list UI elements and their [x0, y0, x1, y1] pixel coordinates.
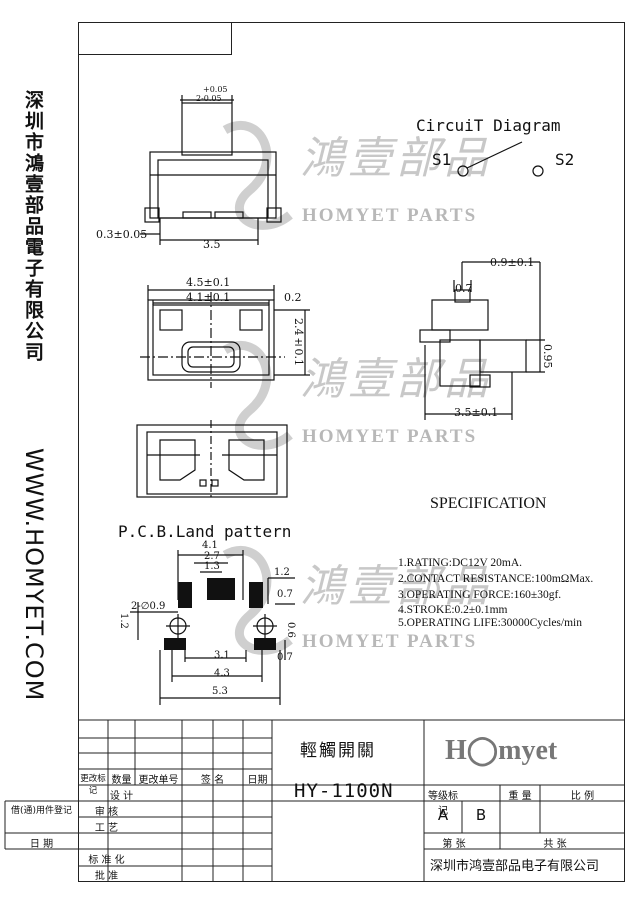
watermark-text-3: HOMYET PARTS — [302, 631, 478, 652]
tb-grade-a: A — [437, 806, 449, 824]
pcb-title: P.C.B.Land pattern — [118, 522, 292, 541]
spec-item-1: 1.RATING:DC12V 20mA. — [398, 557, 523, 569]
tb-review: 审 核 — [94, 807, 119, 818]
dim-35: 3.5 — [203, 238, 221, 251]
dim-top-tol: +0.05 — [203, 85, 228, 94]
watermark-glyphs-2: 鴻壹部品 — [300, 354, 492, 405]
dim-07: 0.7 — [455, 282, 473, 295]
tb-process: 工 艺 — [94, 823, 119, 834]
tb-left-date: 日 期 — [29, 839, 54, 850]
tb-header-change-no: 更改单号 — [138, 775, 179, 786]
tb-approve: 批 准 — [94, 871, 119, 882]
dim-09: 0.9±0.1 — [490, 256, 535, 269]
pcb-pad-tl — [178, 582, 192, 608]
dim-41: 4.1±0.1 — [186, 291, 231, 304]
pcb-pad-center — [207, 578, 235, 600]
dim-02: 0.2 — [284, 291, 302, 304]
dim-03: 0.3±0.05 — [96, 228, 148, 241]
pcb-07b: 0.7 — [277, 652, 293, 663]
pcb-hole: 2-∅0.9 — [131, 601, 166, 612]
tb-header-sign: 签 名 — [200, 775, 225, 786]
dim-35b: 3.5±0.1 — [454, 406, 499, 419]
tb-grade-label: 等级标记 — [428, 791, 458, 817]
circuit-s1: S1 — [432, 150, 452, 169]
pcb-06: 0.6 — [285, 622, 296, 638]
pcb-43: 4.3 — [214, 668, 230, 679]
drawing-frame — [78, 22, 625, 882]
tb-company: 深圳市鸿壹部品电子有限公司 — [430, 859, 600, 874]
tb-scale-label: 比 例 — [570, 791, 595, 802]
tb-standard: 标 准 化 — [88, 855, 125, 866]
dim-24: 2.4±0.1 — [292, 318, 305, 366]
pcb-31: 3.1 — [214, 650, 230, 661]
product-name: 輕觸開關 — [300, 741, 376, 761]
circuit-s2: S2 — [555, 150, 575, 169]
watermark-text-2: HOMYET PARTS — [302, 426, 478, 447]
tb-header-change-mark: 更改标记 — [80, 774, 106, 796]
pcb-pad-br — [254, 638, 276, 650]
top-left-box — [78, 22, 232, 55]
tb-header-date: 日期 — [247, 775, 268, 786]
watermark-glyphs-1: 鴻壹部品 — [300, 133, 492, 184]
spec-title: SPECIFICATION — [430, 495, 547, 512]
watermark-glyphs-3: 鴻壹部品 — [300, 561, 492, 612]
title-block-grid — [4, 719, 625, 882]
tb-sheet-label: 第 张 — [442, 839, 466, 850]
pcb-12a: 1.2 — [274, 567, 290, 578]
pcb-53: 5.3 — [212, 686, 228, 697]
circuit-title: CircuiT Diagram — [416, 116, 561, 135]
tb-grade-b: B — [475, 806, 487, 824]
sidebar-company-name: 深圳市鴻壹部品電子有限公司 — [22, 90, 44, 363]
pcb-07a: 0.7 — [277, 589, 293, 600]
pcb-12b: 1.2 — [118, 613, 129, 629]
dim-top-base: 2-0.05 — [196, 94, 222, 103]
dim-45: 4.5±0.1 — [186, 276, 231, 289]
spec-item-4: 4.STROKE:0.2±0.1mm — [398, 604, 508, 616]
tb-borrow-register: 借(通)用件登记 — [10, 806, 73, 816]
tb-header-qty: 数量 — [111, 775, 132, 786]
spec-item-2: 2.CONTACT RESISTANCE:100mΩMax. — [398, 573, 594, 585]
tb-design: 设 计 — [109, 791, 134, 802]
pcb-13: 1.3 — [204, 561, 220, 572]
sidebar-website: WWW.HOMYET.COM — [20, 448, 48, 702]
pcb-41: 4.1 — [202, 540, 218, 551]
brand-logo: H◯myet — [445, 735, 558, 766]
pcb-27: 2.7 — [204, 551, 220, 562]
tb-weight-label: 重 量 — [508, 791, 532, 802]
product-model: HY-1100N — [294, 780, 394, 802]
pcb-pad-tr — [249, 582, 263, 608]
tb-total-label: 共 张 — [543, 839, 567, 850]
spec-item-5: 5.OPERATING LIFE:30000Cycles/min — [398, 617, 582, 629]
dim-095: 0.95 — [541, 344, 554, 369]
watermark-text-1: HOMYET PARTS — [302, 205, 478, 226]
pcb-pad-bl — [164, 638, 186, 650]
spec-item-3: 3.OPERATING FORCE:160±30gf. — [398, 589, 562, 601]
